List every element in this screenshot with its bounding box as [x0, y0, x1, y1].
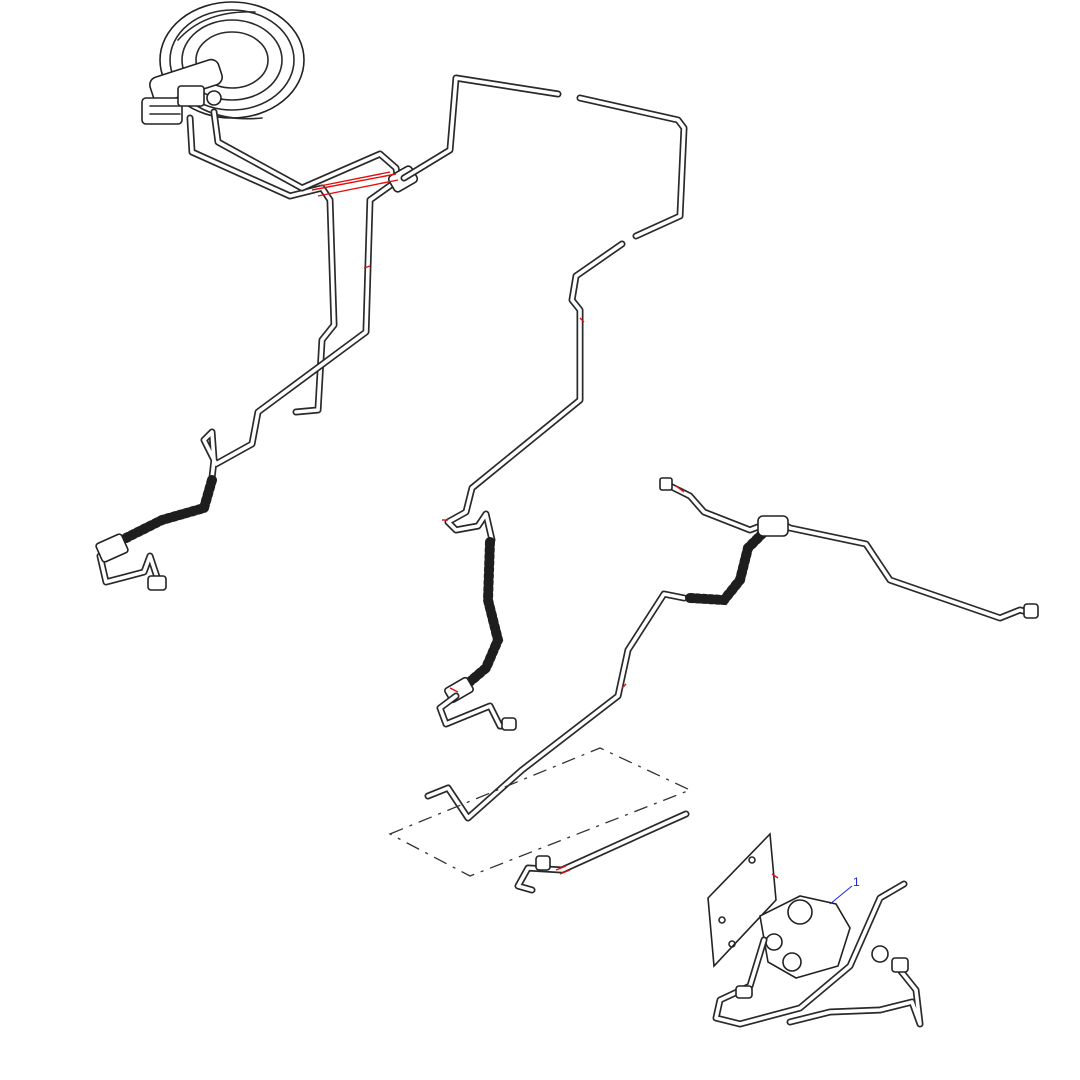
detail-window — [388, 747, 692, 877]
front-brake-pipes — [95, 108, 419, 591]
callout-leader — [829, 885, 853, 905]
brake-servo-master-cylinder — [141, 1, 305, 125]
callout-label: 1 — [853, 875, 860, 889]
replacement-pipe — [514, 810, 690, 894]
cross-pipe — [400, 74, 688, 544]
pressure-valve-assembly: 1 — [707, 832, 924, 1028]
rear-brake-pipes — [424, 477, 1039, 822]
front-right-hose — [436, 537, 517, 731]
